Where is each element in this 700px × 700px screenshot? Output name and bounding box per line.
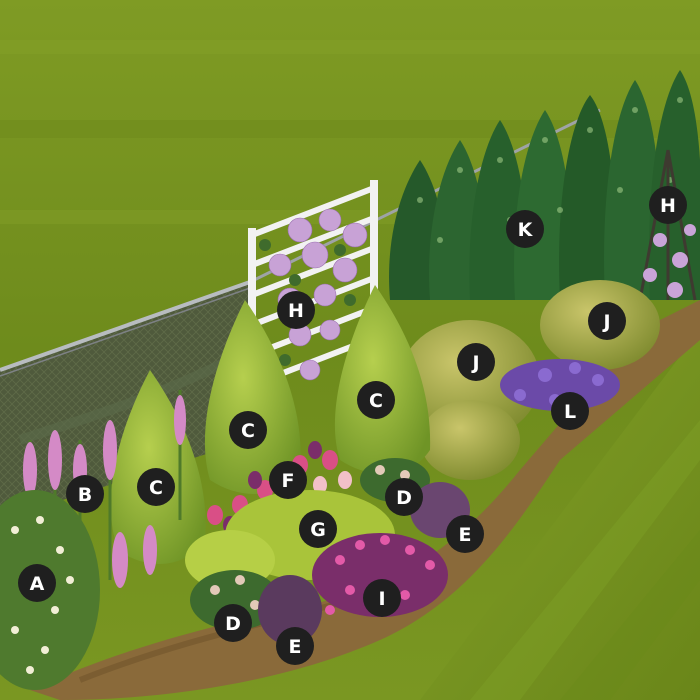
svg-text:D: D	[396, 487, 412, 509]
marker-c2: C	[229, 411, 267, 449]
cone-conifers	[110, 285, 431, 564]
svg-text:B: B	[78, 484, 92, 506]
svg-text:C: C	[369, 390, 383, 412]
plant-markers: A B C C C D D E E F G H	[18, 186, 687, 665]
obelisk-trellis	[638, 149, 697, 301]
marker-e2: E	[446, 515, 484, 553]
svg-text:H: H	[660, 195, 676, 217]
marker-l: L	[551, 392, 589, 430]
svg-text:J: J	[601, 311, 610, 333]
marker-j1: J	[457, 343, 495, 381]
svg-text:K: K	[518, 219, 534, 241]
svg-text:J: J	[470, 352, 479, 374]
svg-text:C: C	[241, 420, 255, 442]
marker-d1: D	[214, 604, 252, 642]
svg-text:C: C	[149, 477, 163, 499]
svg-text:G: G	[310, 519, 326, 541]
svg-text:H: H	[288, 300, 304, 322]
svg-text:A: A	[30, 573, 45, 595]
marker-c3: C	[357, 381, 395, 419]
marker-h1: H	[277, 291, 315, 329]
svg-text:F: F	[282, 470, 295, 492]
marker-j2: J	[588, 302, 626, 340]
marker-d2: D	[385, 478, 423, 516]
marker-a: A	[18, 564, 56, 602]
golden-shrubs	[400, 280, 660, 480]
marker-i: I	[363, 579, 401, 617]
marker-c1: C	[137, 468, 175, 506]
marker-k: K	[506, 210, 544, 248]
pink-flowers	[312, 533, 448, 617]
svg-text:D: D	[225, 613, 241, 635]
marker-f: F	[269, 461, 307, 499]
svg-text:E: E	[459, 524, 472, 546]
svg-text:L: L	[564, 401, 576, 423]
marker-b: B	[66, 475, 104, 513]
svg-text:I: I	[378, 588, 385, 610]
svg-text:E: E	[289, 636, 302, 658]
marker-g: G	[299, 510, 337, 548]
marker-e1: E	[276, 627, 314, 665]
marker-h2: H	[649, 186, 687, 224]
